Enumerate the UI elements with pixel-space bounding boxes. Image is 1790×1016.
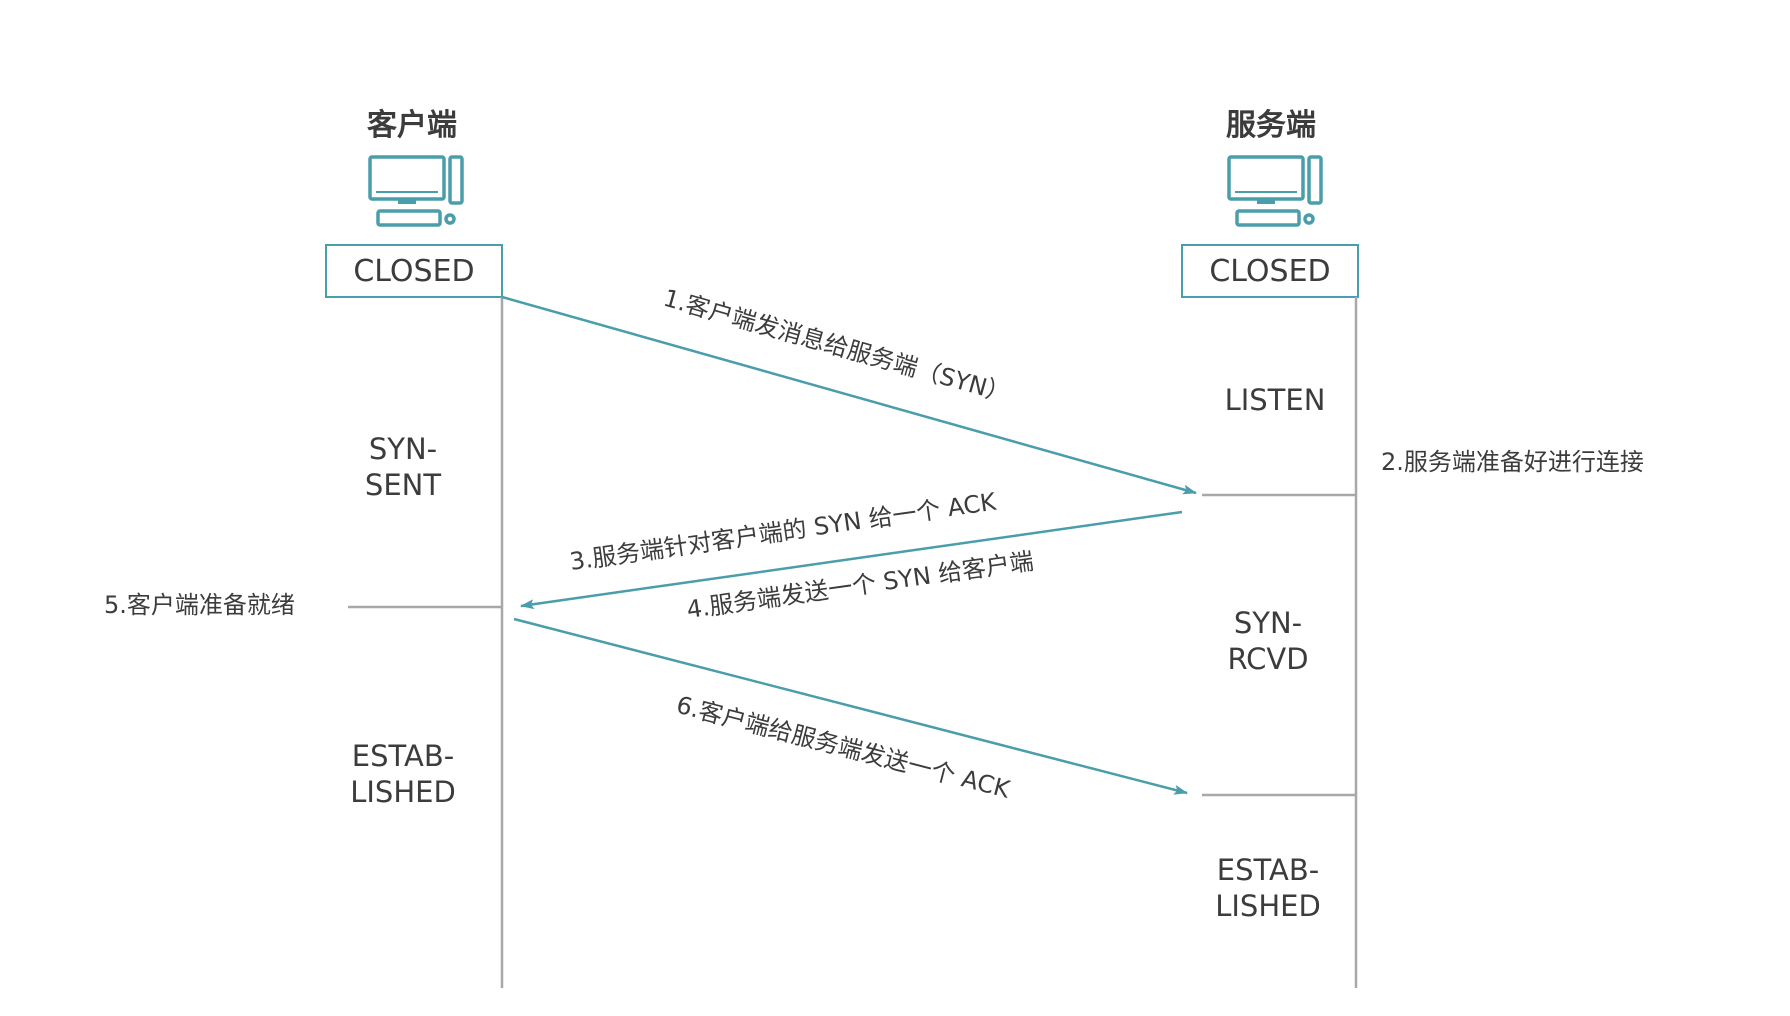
message-6-label: 6.客户端给服务端发送一个 ACK [673,691,1013,804]
message-1-label: 1.客户端发消息给服务端（SYN） [660,284,1013,409]
client-closed-box: CLOSED [325,244,503,298]
client-closed-label: CLOSED [353,254,474,289]
server-title: 服务端 [1226,108,1316,143]
server-closed-label: CLOSED [1209,254,1330,289]
client-state-established-line2: LISHED [350,775,456,809]
syn-arrow [501,295,1197,495]
server-state-established-line2: LISHED [1215,889,1321,923]
client-state-established-line1: ESTAB- [352,739,454,773]
syn-ack-arrow [520,510,1183,610]
server-computer-icon [1227,155,1323,227]
ack-arrow [513,617,1188,795]
client-computer-icon [368,155,464,227]
server-state-syn-rcvd-line2: RCVD [1227,642,1308,676]
server-closed-box: CLOSED [1181,244,1359,298]
server-state-established-line1: ESTAB- [1217,853,1319,887]
client-state-syn-sent-line2: SENT [365,468,441,502]
client-title: 客户端 [367,108,457,143]
server-ready-note: 2.服务端准备好进行连接 [1381,448,1644,476]
server-state-syn-rcvd-line1: SYN- [1234,606,1302,640]
server-state-listen: LISTEN [1225,383,1326,417]
client-ready-note: 5.客户端准备就绪 [104,591,295,619]
client-state-syn-sent-line1: SYN- [369,432,437,466]
